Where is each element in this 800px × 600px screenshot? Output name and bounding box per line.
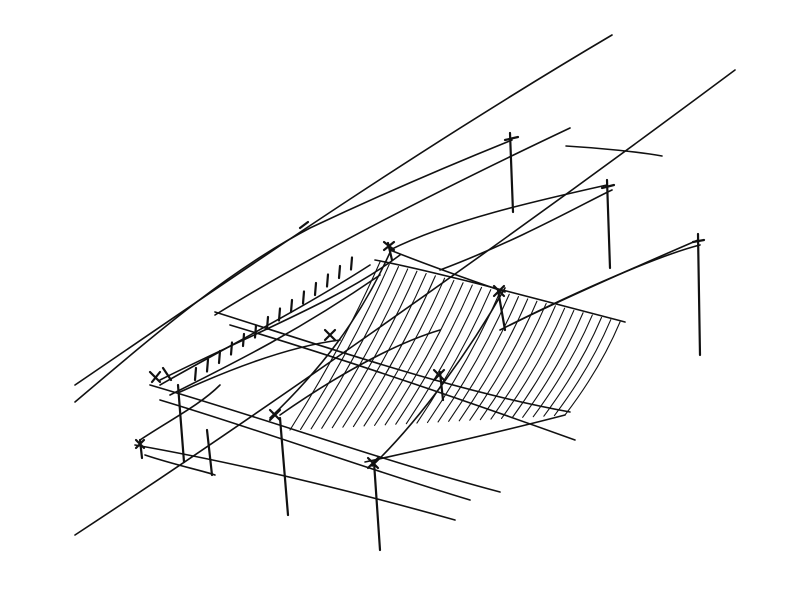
wall-tick [301, 290, 306, 305]
hatch-line [490, 305, 556, 420]
roof-beam-2 [229, 324, 576, 441]
hatch-line [374, 279, 455, 426]
cable-short [565, 145, 663, 157]
hatch-line [437, 293, 510, 423]
post-3 [176, 383, 186, 464]
hatch-line [289, 261, 381, 431]
cable-mid-2 [389, 184, 608, 251]
knot [268, 408, 282, 422]
ridge-wall [159, 264, 371, 386]
hatch-line [395, 284, 473, 425]
knot [134, 438, 146, 450]
hatch-line [500, 307, 566, 420]
hatch-line [448, 296, 520, 422]
pole-cap-3 [691, 238, 706, 244]
pole-3 [696, 232, 702, 357]
roof-edge-bottom [364, 414, 566, 463]
wall-tick [205, 358, 210, 373]
knot [323, 328, 337, 342]
hatch-line [310, 266, 400, 430]
roof-beam-4 [134, 444, 456, 521]
wall-tick [349, 256, 354, 271]
wall-tick [241, 332, 246, 348]
hatch-line [458, 298, 529, 422]
cable-second [74, 139, 513, 403]
roof-beam-3 [149, 384, 501, 493]
hatch-line [384, 282, 464, 426]
hatch-line [363, 277, 446, 427]
wall-tick [265, 315, 270, 331]
knot [382, 240, 396, 252]
poles [138, 131, 706, 552]
hatch-line [511, 309, 575, 419]
post-4 [205, 428, 214, 477]
wall-tick [193, 366, 198, 382]
hatch-line [553, 319, 612, 417]
post-1 [278, 416, 290, 517]
hatch-line [522, 312, 584, 418]
hatch-line [426, 291, 501, 424]
ridge-wall-2 [169, 274, 381, 396]
cable-mid-5 [509, 244, 701, 326]
wall-tick [325, 273, 330, 288]
wall-tick [337, 264, 342, 280]
cable-bottom [74, 69, 736, 536]
cable-mid-1 [214, 127, 571, 316]
pole-cap-2 [600, 183, 616, 190]
post-2 [372, 460, 382, 552]
joint-knots [134, 220, 506, 470]
wall-tick [217, 349, 222, 365]
pole-1 [508, 131, 515, 214]
knot [366, 456, 380, 470]
knot [148, 366, 173, 384]
wall-tick [313, 281, 318, 297]
wall-tick [289, 298, 294, 314]
hatch-line [331, 270, 418, 429]
hatch-line [405, 286, 483, 425]
hatch-line [564, 321, 621, 416]
roof-beam-1 [214, 311, 571, 413]
pole-2 [605, 178, 612, 270]
hatch-line [543, 316, 603, 417]
wall-tick [253, 324, 258, 339]
cable-mid-4 [439, 189, 613, 271]
roof-hatching [289, 261, 621, 431]
knot [492, 284, 506, 298]
cable-top [74, 34, 613, 386]
wall-tick [277, 307, 282, 322]
hatch-line [300, 263, 390, 430]
roof-frame [134, 247, 626, 521]
roof-edge-upper [389, 249, 506, 293]
hatch-line [342, 272, 427, 428]
hatch-line [532, 314, 593, 418]
hatch-line [321, 268, 409, 429]
knot [298, 220, 310, 230]
hatch-line [469, 300, 538, 421]
wall-tick [229, 341, 234, 356]
hatch-line [416, 289, 492, 424]
roof-side-left [139, 384, 221, 441]
hatch-line [352, 275, 436, 428]
hatch-line [479, 302, 547, 421]
roof-side-left-2 [144, 454, 216, 476]
roof-diag-4 [179, 339, 341, 393]
wall-ticks [193, 256, 354, 382]
roof-diag-1 [269, 247, 393, 419]
roof-beam-5 [159, 399, 471, 501]
pole-cap-1 [503, 135, 520, 142]
knot [432, 368, 446, 382]
